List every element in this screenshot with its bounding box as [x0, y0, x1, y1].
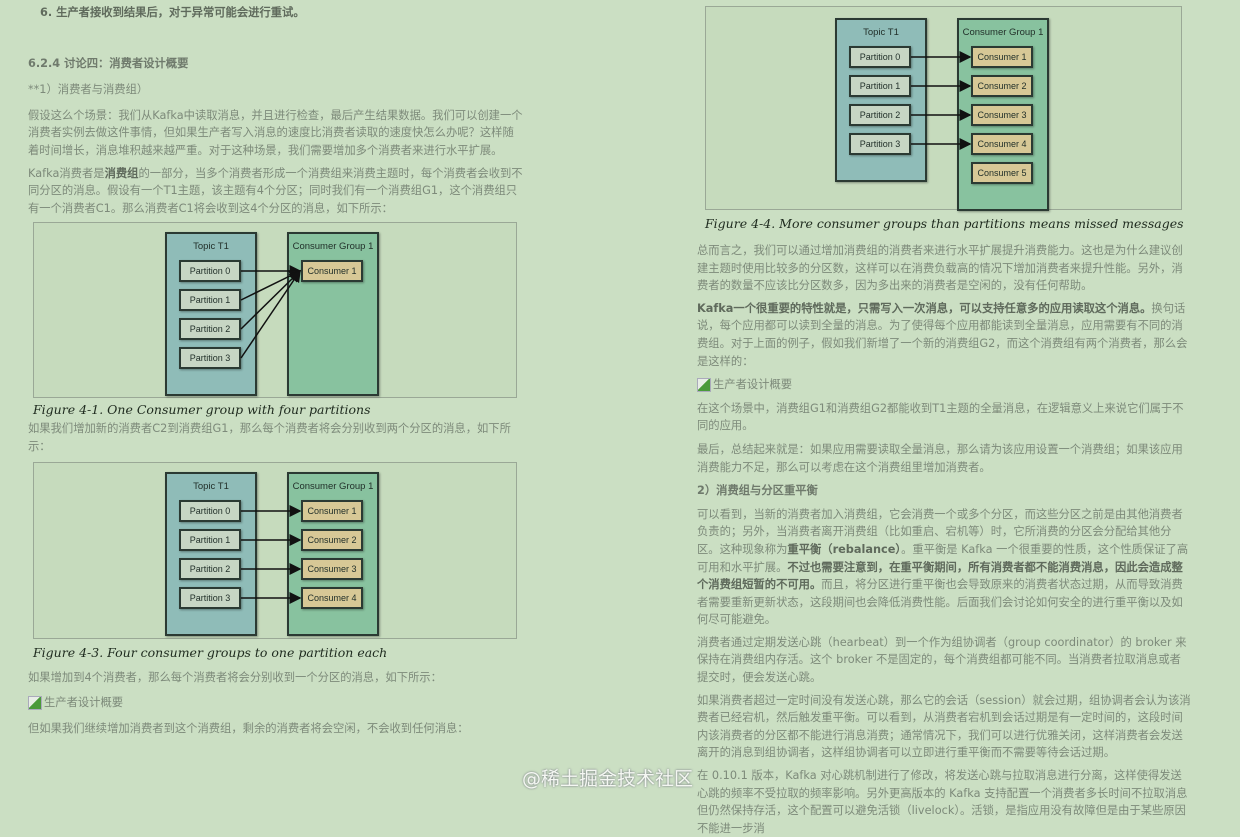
bold-text: 消费组 [104, 166, 139, 180]
consumer-box: Consumer 5 [971, 162, 1033, 184]
partition-box: Partition 1 [849, 75, 911, 97]
paragraph: 但如果我们继续增加消费者到这个消费组，剩余的消费者将会空闲，不会收到任何消息： [28, 721, 469, 735]
right-column: Topic T1 Consumer Group 1 Partition 0 Parti… [697, 6, 1192, 837]
paragraph: 总而言之，我们可以通过增加消费组的消费者来进行水平扩展提升消费能力。这也是为什么… [697, 244, 1183, 293]
paragraph: 如果增加到4个消费者，那么每个消费者将会分别收到一个分区的消息，如下所示： [28, 670, 442, 684]
topic-box: Topic T1 [165, 232, 257, 397]
partition-box: Partition 3 [179, 347, 241, 370]
image-alt-text: 生产者设计概要 [713, 378, 793, 392]
broken-image: 生产者设计概要 [697, 376, 1192, 394]
partition-box: Partition 2 [179, 318, 241, 341]
list-item-text: 6. 生产者接收到结果后，对于异常可能会进行重试。 [40, 6, 305, 19]
partition-box: Partition 0 [179, 260, 241, 283]
text: 的一部分，当多个消费者形成一个消费组来消费主题时，每个消费者会收到不同分区的消息… [28, 166, 523, 215]
list-item-6: 6. 生产者接收到结果后，对于异常可能会进行重试。 [40, 4, 523, 22]
figure-4-3: Topic T1 Consumer Group 1 Partition 0 Parti… [33, 461, 517, 639]
consumer-box: Consumer 2 [301, 528, 363, 551]
text: 而且，将分区进行重平衡也会导致原来的消费者状态过期，从而导致消费者需要重新更新状… [697, 578, 1183, 627]
bold-text: 重平衡（rebalance） [787, 542, 902, 556]
paragraph: 可以看到，当新的消费者加入消费组，它会消费一个或多个分区，而这些分区之前是由其他… [697, 506, 1192, 629]
consumer-group-box: Consumer Group 1 [287, 471, 379, 636]
consumer-box: Consumer 3 [971, 104, 1033, 126]
subheading-2: 2）消费组与分区重平衡 [697, 484, 818, 498]
partition-box: Partition 2 [849, 104, 911, 126]
topic-title: Topic T1 [193, 241, 229, 253]
figure-caption: Figure 4-3. Four consumer groups to one … [33, 644, 388, 660]
partition-box: Partition 3 [849, 133, 911, 155]
partition-box: Partition 1 [179, 528, 241, 551]
bold-text: Kafka一个很重要的特性就是，只需写入一次消息，可以支持任意多的应用读取这个消… [697, 301, 1152, 315]
paragraph: Kafka消费者是消费组的一部分，当多个消费者形成一个消费组来消费主题时，每个消… [28, 165, 523, 218]
bold-text: 不过也需要注意到，在重平衡期间，所有消费者都不能消费消息，因此会造成整个消费组短… [697, 560, 1183, 592]
paragraph: Kafka一个很重要的特性就是，只需写入一次消息，可以支持任意多的应用读取这个消… [697, 300, 1192, 370]
section-heading: 6.2.4 讨论四：消费者设计概要 [28, 56, 189, 70]
paragraph: 假设这么个场景：我们从Kafka中读取消息，并且进行检查，最后产生结果数据。我们… [28, 108, 523, 157]
paragraph: 在这个场景中，消费组G1和消费组G2都能收到T1主题的全量消息，在逻辑意义上来说… [697, 401, 1184, 433]
group-title: Consumer Group 1 [292, 241, 374, 253]
partition-box: Partition 0 [179, 499, 241, 522]
text: Kafka消费者是 [28, 166, 105, 180]
paragraph: 消费者通过定期发送心跳（hearbeat）到一个作为组协调者（group coo… [697, 635, 1187, 685]
paragraph: 最后，总结起来就是：如果应用需要读取全量消息，那么请为该应用设置一个消费组；如果… [697, 442, 1183, 474]
image-alt-text: 生产者设计概要 [44, 696, 124, 710]
broken-image-icon [28, 695, 42, 710]
topic-title: Topic T1 [863, 27, 899, 38]
consumer-box: Consumer 1 [301, 260, 363, 283]
group-title: Consumer Group 1 [292, 480, 374, 492]
text: 可以看到，当新的消费者加入消费组，它会消费一个或多个分区，而这些分区之前是由其他… [697, 507, 1183, 556]
consumer-box: Consumer 4 [971, 133, 1033, 155]
subheading-1: **1）消费者与消费组） [28, 83, 149, 97]
consumer-box: Consumer 4 [301, 586, 363, 609]
group-title: Consumer Group 1 [962, 27, 1044, 38]
figure-4-4: Topic T1 Consumer Group 1 Partition 0 Parti… [705, 6, 1182, 211]
text: 。重平衡是 Kafka 一个很重要的性质，这个性质保证了高可用和水平扩展。 [697, 542, 1189, 574]
watermark: @稀土掘金技术社区 [522, 768, 694, 790]
consumer-box: Consumer 1 [301, 499, 363, 522]
topic-box: Topic T1 [165, 471, 257, 636]
consumer-box: Consumer 3 [301, 557, 363, 580]
broken-image: 生产者设计概要 [28, 694, 523, 712]
partition-box: Partition 3 [179, 586, 241, 609]
text: 换句话说，每个应用都可以读到全量的消息。为了使得每个应用都能读到全量消息，应用需… [697, 301, 1188, 368]
consumer-group-box: Consumer Group 1 [287, 232, 379, 397]
partition-box: Partition 1 [179, 289, 241, 312]
paragraph: 在 0.10.1 版本，Kafka 对心跳机制进行了修改，将发送心跳与拉取消息进… [697, 769, 1188, 835]
partition-box: Partition 0 [849, 46, 911, 68]
topic-title: Topic T1 [193, 480, 229, 492]
figure-caption: Figure 4-4. More consumer groups than pa… [705, 216, 1184, 231]
paragraph: 如果消费者超过一定时间没有发送心跳，那么它的会话（session）就会过期，组协… [697, 693, 1191, 760]
figure-4-1: Topic T1 Consumer Group 1 Partition 0 Parti… [33, 222, 517, 399]
paragraph: 如果我们增加新的消费者C2到消费组G1，那么每个消费者将会分别收到两个分区的消息… [28, 422, 511, 453]
consumer-box: Consumer 1 [971, 46, 1033, 68]
broken-image-icon [697, 377, 711, 392]
left-column: 6. 生产者接收到结果后，对于异常可能会进行重试。 6.2.4 讨论四：消费者设… [28, 4, 523, 737]
figure-caption: Figure 4-1. One Consumer group with four… [33, 402, 371, 418]
topic-box: Topic T1 [835, 18, 927, 182]
consumer-box: Consumer 2 [971, 75, 1033, 97]
partition-box: Partition 2 [179, 557, 241, 580]
